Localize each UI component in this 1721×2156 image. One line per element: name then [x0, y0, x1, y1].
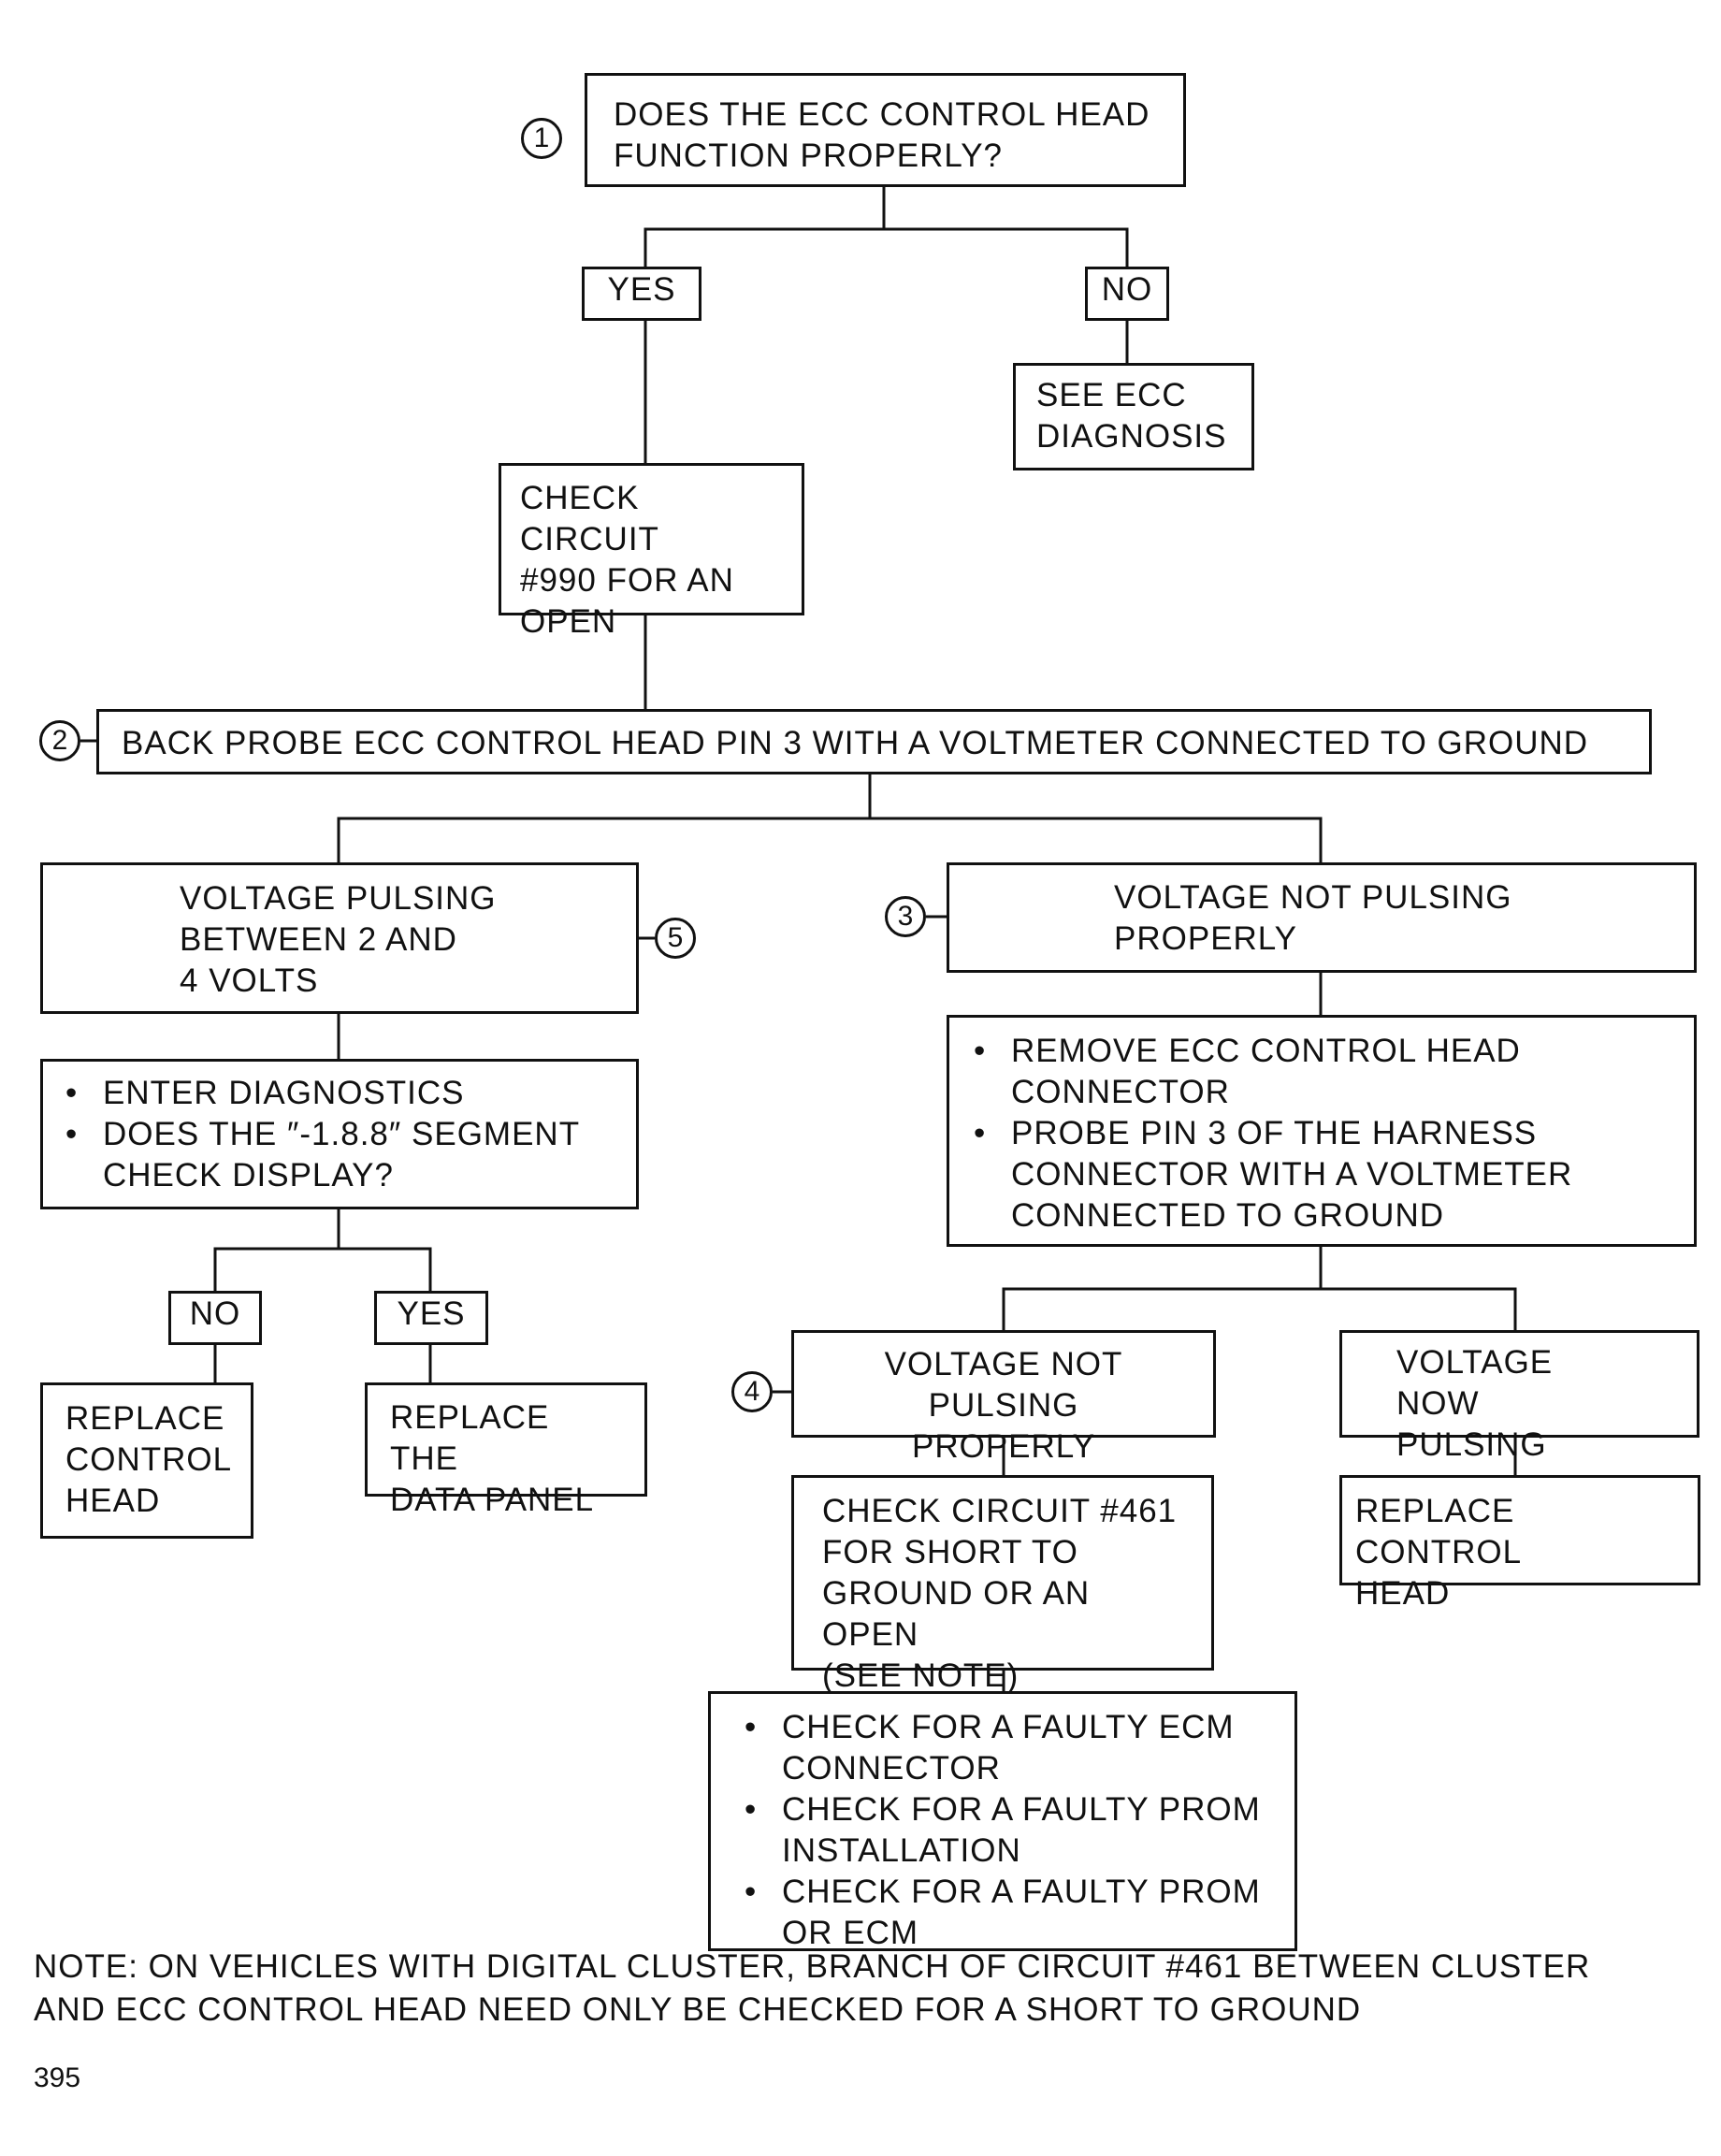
box-back-probe: BACK PROBE ECC CONTROL HEAD PIN 3 WITH A…: [96, 709, 1652, 774]
connector-q1: [644, 187, 1129, 267]
step-marker-1: 1: [521, 118, 562, 159]
step-marker-5: 5: [655, 918, 696, 959]
connector-backprobe-split: [337, 774, 1323, 862]
yes-label-q1: YES: [582, 267, 701, 321]
box-line: REPLACE THE: [390, 1399, 550, 1477]
box-line: VOLTAGE NOW: [1396, 1344, 1554, 1422]
box-line: SEE ECC: [1036, 377, 1187, 413]
box-line: CONTROL: [65, 1441, 233, 1478]
box-control-head-function: DOES THE ECC CONTROL HEAD FUNCTION PROPE…: [585, 73, 1186, 187]
box-voltage-now-pulsing: VOLTAGE NOW PULSING: [1339, 1330, 1699, 1463]
list-item: CHECK FOR A FAULTY PROM INSTALLATION: [745, 1789, 1261, 1872]
list-item: PROBE PIN 3 OF THE HARNESS CONNECTOR WIT…: [974, 1113, 1670, 1237]
connector-enterdiag-split: [213, 1209, 432, 1291]
box-line: PULSING PROPERLY: [911, 1387, 1096, 1465]
box-replace-data-panel: REPLACE THE DATA PANEL: [365, 1382, 647, 1518]
box-remove-connector: REMOVE ECC CONTROL HEAD CONNECTOR PROBE …: [947, 1015, 1697, 1247]
box-line: BACK PROBE ECC CONTROL HEAD PIN 3 WITH A…: [122, 725, 1589, 761]
box-voltage-not-pulsing: VOLTAGE NOT PULSING PROPERLY: [947, 862, 1697, 973]
box-faulty-checks: CHECK FOR A FAULTY ECM CONNECTOR CHECK F…: [708, 1691, 1297, 1951]
box-line: DOES THE ECC CONTROL HEAD: [614, 96, 1150, 133]
bullet-list: REMOVE ECC CONTROL HEAD CONNECTOR PROBE …: [974, 1031, 1670, 1237]
box-line: PULSING: [1396, 1426, 1547, 1463]
box-line: CHECK CIRCUIT #461: [822, 1493, 1178, 1529]
bullet-list: ENTER DIAGNOSTICS DOES THE ″-1.8.8″ SEGM…: [65, 1073, 614, 1196]
page-number: 395: [34, 2062, 81, 2093]
box-enter-diagnostics: ENTER DIAGNOSTICS DOES THE ″-1.8.8″ SEGM…: [40, 1059, 639, 1209]
footnote: NOTE: ON VEHICLES WITH DIGITAL CLUSTER, …: [34, 1946, 1699, 2032]
box-line: VOLTAGE NOT: [884, 1346, 1123, 1382]
step-marker-3: 3: [885, 896, 926, 937]
box-line: BETWEEN 2 AND: [180, 921, 457, 958]
step-marker-4: 4: [731, 1371, 773, 1412]
box-line: (SEE NOTE): [822, 1657, 1020, 1694]
box-check-circuit-990: CHECK CIRCUIT #990 FOR AN OPEN: [499, 463, 804, 640]
box-line: OPEN: [520, 603, 617, 640]
list-item: ENTER DIAGNOSTICS: [65, 1073, 614, 1114]
box-line: HEAD: [65, 1483, 161, 1519]
box-line: REPLACE CONTROL: [1355, 1493, 1523, 1570]
footnote-line: AND ECC CONTROL HEAD NEED ONLY BE CHECKE…: [34, 1991, 1362, 2028]
list-item: REMOVE ECC CONTROL HEAD CONNECTOR: [974, 1031, 1670, 1113]
box-line: FOR SHORT TO: [822, 1534, 1078, 1570]
step-marker-2: 2: [39, 720, 80, 761]
list-item: DOES THE ″-1.8.8″ SEGMENT CHECK DISPLAY?: [65, 1114, 614, 1196]
box-line: VOLTAGE NOT PULSING: [1114, 879, 1512, 916]
box-line: CHECK CIRCUIT: [520, 480, 659, 557]
no-label-q1: NO: [1085, 267, 1169, 321]
box-line: PROPERLY: [1114, 920, 1298, 957]
box-line: HEAD: [1355, 1575, 1451, 1612]
box-line: 4 VOLTS: [180, 962, 319, 999]
box-replace-control-head-left: REPLACE CONTROL HEAD: [40, 1382, 253, 1539]
box-line: GROUND OR AN OPEN: [822, 1575, 1091, 1653]
connector-remove-split: [1002, 1247, 1517, 1330]
box-replace-control-head-right: REPLACE CONTROL HEAD: [1339, 1475, 1700, 1612]
no-label-diagnostics: NO: [168, 1291, 262, 1345]
list-item: CHECK FOR A FAULTY PROM OR ECM: [745, 1872, 1261, 1954]
box-line: DIAGNOSIS: [1036, 418, 1227, 455]
box-line: VOLTAGE PULSING: [180, 880, 497, 917]
box-line: DATA PANEL: [390, 1482, 595, 1518]
list-item: CHECK FOR A FAULTY ECM CONNECTOR: [745, 1707, 1261, 1789]
bullet-list: CHECK FOR A FAULTY ECM CONNECTOR CHECK F…: [745, 1707, 1261, 1954]
box-line: REPLACE: [65, 1400, 225, 1437]
yes-label-diagnostics: YES: [374, 1291, 488, 1345]
box-line: #990 FOR AN: [520, 562, 734, 599]
box-still-not-pulsing: VOLTAGE NOT PULSING PROPERLY: [791, 1330, 1216, 1465]
footnote-line: NOTE: ON VEHICLES WITH DIGITAL CLUSTER, …: [34, 1948, 1591, 1985]
box-voltage-pulsing: VOLTAGE PULSING BETWEEN 2 AND 4 VOLTS: [40, 862, 639, 1014]
box-see-ecc-diagnosis: SEE ECC DIAGNOSIS: [1013, 363, 1254, 470]
box-line: FUNCTION PROPERLY?: [614, 137, 1004, 174]
box-check-circuit-461: CHECK CIRCUIT #461 FOR SHORT TO GROUND O…: [791, 1475, 1214, 1694]
